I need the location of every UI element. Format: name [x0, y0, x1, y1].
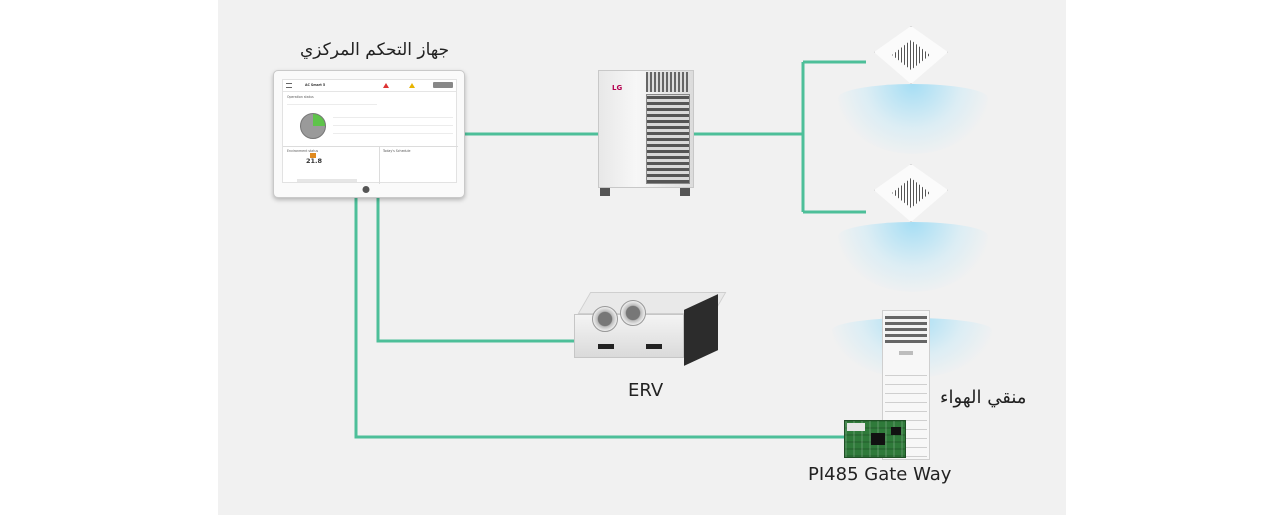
erv-unit — [574, 292, 727, 370]
gateway-terminal — [847, 423, 865, 431]
line-controller-to-erv — [376, 198, 574, 343]
screen-divider — [333, 125, 453, 126]
home-icon — [310, 153, 316, 158]
alert-icon — [383, 83, 389, 88]
schedule-heading: Today's Schedule — [383, 149, 411, 153]
controller-screen: AC Smart 5 Operation status Environment … — [282, 79, 458, 184]
header-button — [433, 82, 453, 88]
ceiling-cassette-top — [866, 26, 956, 96]
erv-label: ERV — [628, 380, 664, 401]
outdoor-unit: LG — [598, 70, 694, 196]
outdoor-unit-logo: LG — [612, 84, 623, 92]
screen-button — [297, 179, 357, 182]
erv-vent — [646, 344, 662, 349]
erv-duct — [592, 306, 618, 332]
operation-status-heading: Operation status — [287, 95, 314, 99]
erv-vent — [598, 344, 614, 349]
screen-divider — [333, 133, 453, 134]
environment-temperature: 21.8 — [306, 157, 323, 165]
air-purifier-label: منقي الهواء — [940, 387, 1027, 408]
erv-duct — [620, 300, 646, 326]
purifier-outlet — [885, 313, 927, 343]
ceiling-cassette-bottom — [866, 164, 956, 234]
screen-divider — [333, 117, 453, 118]
line-controller-to-gateway — [354, 198, 844, 439]
operation-status-pie — [300, 113, 326, 139]
controller-screen-title: AC Smart 5 — [305, 83, 326, 87]
gateway-label: PI485 Gate Way — [808, 464, 952, 485]
lg-logo-icon — [362, 186, 370, 193]
screen-divider — [283, 146, 458, 147]
outdoor-unit-leg — [600, 188, 610, 196]
menu-icon — [286, 83, 292, 88]
warning-icon — [409, 83, 415, 88]
outdoor-unit-fan — [646, 72, 690, 92]
controller-screen-header: AC Smart 5 — [283, 80, 456, 92]
gateway-chip — [871, 433, 885, 445]
gateway-board — [844, 420, 906, 458]
outdoor-unit-grille — [646, 94, 690, 184]
screen-divider — [379, 146, 380, 184]
purifier-display — [899, 351, 913, 355]
outdoor-unit-leg — [680, 188, 690, 196]
screen-divider — [287, 104, 377, 105]
gateway-chip — [891, 427, 901, 435]
central-controller-device: AC Smart 5 Operation status Environment … — [273, 70, 465, 198]
central-controller-label: جهاز التحكم المركزي — [300, 40, 450, 60]
air-purifier-unit — [882, 310, 930, 460]
environment-status-heading: Environment status — [287, 149, 319, 153]
